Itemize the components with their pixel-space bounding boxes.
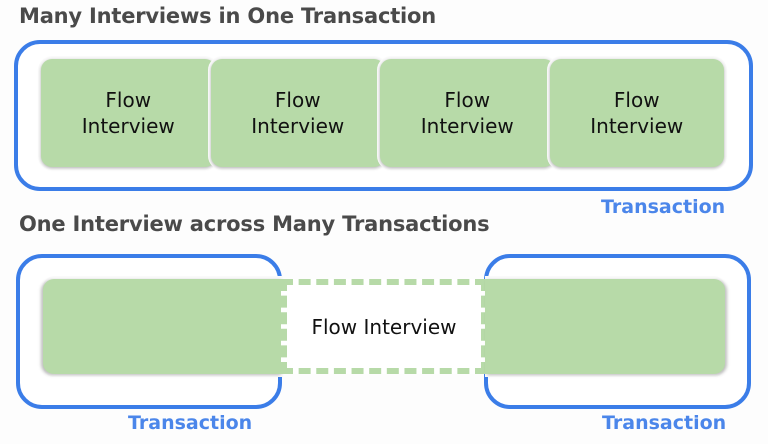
- flow-interview-card-label: Flow Interview: [420, 88, 514, 138]
- transaction-label-left: Transaction: [128, 412, 253, 434]
- flow-interview-bridge-label: Flow Interview: [311, 314, 457, 339]
- flow-interview-card-row: Flow Interview Flow Interview Flow Inter…: [41, 59, 724, 167]
- flow-interview-card[interactable]: Flow Interview: [41, 59, 216, 167]
- flow-interview-card[interactable]: Flow Interview: [380, 59, 555, 167]
- flow-interview-segment-right[interactable]: [485, 279, 725, 374]
- flow-interview-bridge[interactable]: Flow Interview: [281, 279, 487, 374]
- transaction-label-top: Transaction: [601, 196, 726, 218]
- flow-interview-card[interactable]: Flow Interview: [549, 59, 724, 167]
- section-heading-one-interview: One Interview across Many Transactions: [19, 212, 490, 236]
- flow-interview-card-label: Flow Interview: [590, 88, 684, 138]
- section-heading-many-interviews: Many Interviews in One Transaction: [19, 4, 437, 28]
- flow-interview-segment-left[interactable]: [43, 279, 283, 374]
- flow-interview-card-label: Flow Interview: [251, 88, 345, 138]
- spanning-flow-interview: Flow Interview: [43, 279, 725, 374]
- flow-interview-card[interactable]: Flow Interview: [210, 59, 385, 167]
- flow-interview-card-label: Flow Interview: [81, 88, 175, 138]
- transaction-label-right: Transaction: [602, 412, 727, 434]
